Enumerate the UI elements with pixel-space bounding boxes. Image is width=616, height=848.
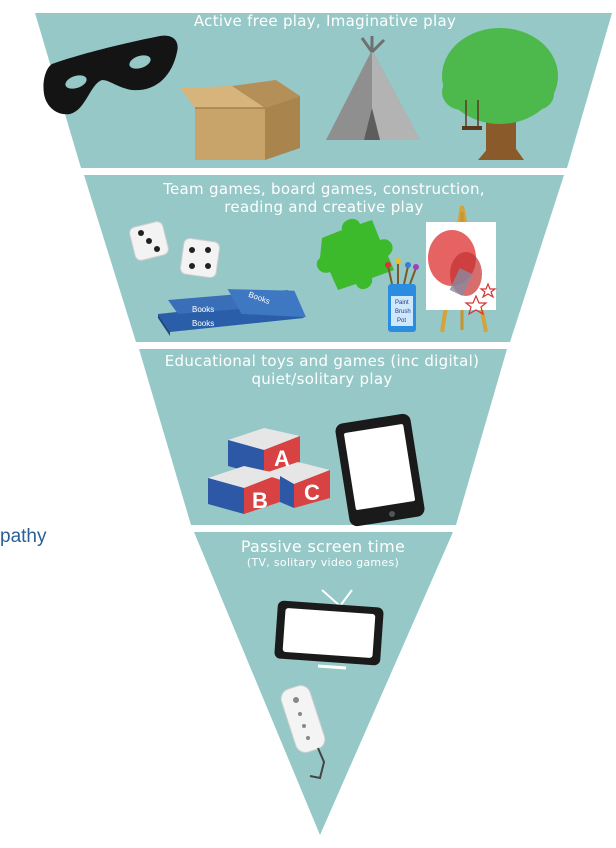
tier-4-band — [194, 532, 453, 835]
cardboard-box-icon — [180, 80, 300, 160]
tier-2-label-line-2: reading and creative play — [224, 198, 424, 216]
tv-icon — [274, 589, 384, 670]
books-icon: Books Books Books — [158, 289, 306, 336]
mask-icon — [43, 35, 178, 115]
game-controller-icon — [280, 685, 326, 780]
paint-brush-pot-icon: Paint Brush Pot — [385, 258, 419, 332]
tablet-icon — [335, 413, 425, 527]
tier-4-label: Passive screen time (TV, solitary video … — [200, 537, 446, 570]
pot-label-3: Pot — [397, 318, 406, 324]
block-letter-a: A — [274, 446, 290, 471]
block-letter-c: C — [304, 480, 320, 505]
dice-icon — [129, 221, 221, 279]
block-letter-b: B — [252, 488, 268, 513]
tier-3-label-line-1: Educational toys and games (inc digital) — [164, 352, 480, 370]
tier-3-label: Educational toys and games (inc digital)… — [140, 352, 504, 388]
abc-blocks-icon: A B C — [208, 428, 330, 514]
pot-label-1: Paint — [395, 300, 409, 306]
tier-2-label: Team games, board games, construction, r… — [100, 180, 548, 216]
book-label-2: Books — [192, 319, 214, 328]
tree-icon — [442, 28, 558, 160]
tier-3-label-line-2: quiet/solitary play — [251, 370, 393, 388]
easel-icon — [426, 205, 497, 333]
teepee-icon — [326, 36, 420, 140]
book-label-1: Books — [192, 305, 214, 314]
puzzle-piece-icon — [316, 218, 394, 290]
tier-4-label-line-2: (TV, solitary video games) — [246, 556, 400, 569]
pot-label-2: Brush — [395, 309, 411, 315]
tier-1-label: Active free play, Imaginative play — [193, 12, 457, 30]
side-text-fragment: pathy — [0, 526, 47, 547]
tier-4-label-line-1: Passive screen time — [240, 537, 406, 556]
tier-2-label-line-1: Team games, board games, construction, — [163, 180, 485, 198]
